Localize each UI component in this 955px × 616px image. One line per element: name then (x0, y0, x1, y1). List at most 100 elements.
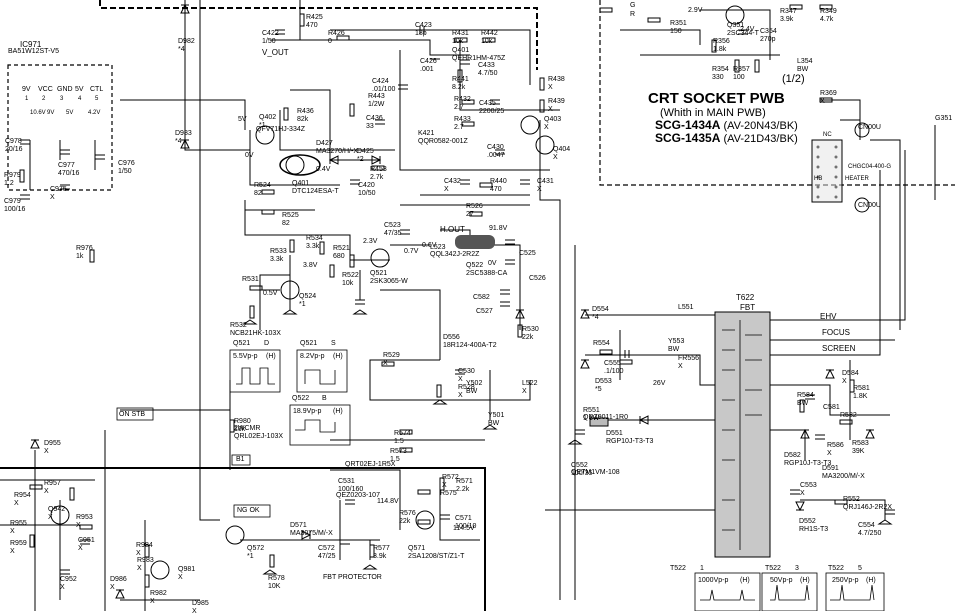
voltage-label: 0.6V (422, 242, 437, 249)
component-value: BW (797, 66, 809, 73)
component-value: 150 (670, 28, 682, 35)
component-value: 100/16 (4, 206, 26, 213)
component-value: 100 (733, 74, 745, 81)
component-ref: D551 (606, 430, 623, 437)
component-value: X (110, 584, 115, 591)
component-value: X (842, 378, 847, 385)
component-value: *1 (259, 122, 266, 129)
voltage-label: 0V (488, 260, 497, 267)
wave-t522-1-ref: T522 (670, 565, 686, 572)
component-value: QRJ146J-2R2X (843, 504, 893, 511)
wave-q521-d-mode: (H) (266, 353, 276, 360)
component-value: 100/10 (455, 523, 477, 530)
component-ref: C526 (529, 275, 546, 282)
component-ref: C572 (318, 545, 335, 552)
component-ref: R529 (383, 352, 400, 359)
wave-q521-d-ref: Q521 (233, 340, 251, 347)
component-value: 10k (452, 38, 464, 45)
component-ref: D556 (443, 334, 460, 341)
component-value: BW (797, 400, 809, 407)
component-value: X (14, 500, 19, 507)
wave-t522-5-mode: (H) (866, 577, 876, 584)
wave-t522-5-node: 5 (858, 565, 862, 572)
component-ref: R980 (234, 418, 251, 425)
component-value: .0047 (487, 152, 505, 159)
component-d554: D554*4 (592, 306, 609, 322)
component-ref: C423 (415, 22, 432, 29)
component-value: X (178, 574, 183, 581)
component-value: 2200/25 (479, 108, 505, 115)
component-value: X (827, 450, 832, 457)
component-ref: R432 (454, 96, 471, 103)
component-value: 47/35 (384, 230, 402, 237)
board-outline-top (99, 0, 538, 70)
component-value: X (44, 448, 49, 455)
component-ref: K421 (418, 130, 435, 137)
component-value: BW (466, 388, 478, 395)
component-value: 18R124-400A-T2 (443, 342, 497, 349)
wave-t522-1-mode: (H) (740, 577, 750, 584)
component-value: 470 (490, 186, 502, 193)
component-value: 2.2k (456, 486, 470, 493)
component-value: X (10, 528, 15, 535)
component-value: 10/50 (358, 190, 376, 197)
component-value: 100/160 (338, 486, 364, 493)
voltage-label: 2.4V (740, 26, 755, 33)
component-value: 1k (76, 253, 84, 260)
component-value: QEHR1HM-475Z (452, 55, 506, 62)
component-ref: C951 (78, 537, 95, 544)
ic-pin-vcc: VCC (38, 86, 53, 93)
component-q572: Q572*1 (247, 545, 264, 561)
component-value: X (458, 376, 463, 383)
component-value: X (548, 106, 553, 113)
label-h-out: H.OUT (440, 225, 465, 234)
component-ref: C433 (478, 62, 495, 69)
component-r582: R582 (840, 412, 857, 420)
component-value: 1.8K (853, 393, 868, 400)
component-ref: R433 (454, 116, 471, 123)
component-value: 4.7/250 (858, 530, 882, 537)
component-ref: R532 (230, 322, 247, 329)
component-ref: G351 (935, 115, 953, 122)
wave-q522-b-mode: (H) (333, 408, 343, 415)
label-focus: FOCUS (822, 328, 850, 337)
component-r531: R531 (242, 276, 259, 284)
component-ref: R357 (733, 66, 750, 73)
label-cn00u-bottom: CN00U (858, 202, 881, 209)
component-ref: D591 (822, 465, 839, 472)
label-r: R (630, 11, 636, 18)
wave-t522-3-value: 50Vp-p (770, 577, 793, 584)
label-hb: HB (814, 176, 823, 182)
component-ref: Q403 (544, 116, 562, 123)
component-ref: C426 (420, 58, 437, 65)
wave-q522-b-ref: Q522 (292, 395, 310, 402)
component-ref: R571 (456, 478, 473, 485)
component-ref: L522 (522, 380, 538, 387)
component-ref: C571 (455, 515, 472, 522)
component-value: RGP10J-T3-T3 (784, 460, 832, 467)
component-ref: R976 (76, 245, 93, 252)
component-ref: L523 (430, 244, 446, 251)
voltage-label: 0V (245, 152, 254, 159)
component-r575: R575 (440, 490, 457, 498)
q401-marker (279, 154, 321, 176)
